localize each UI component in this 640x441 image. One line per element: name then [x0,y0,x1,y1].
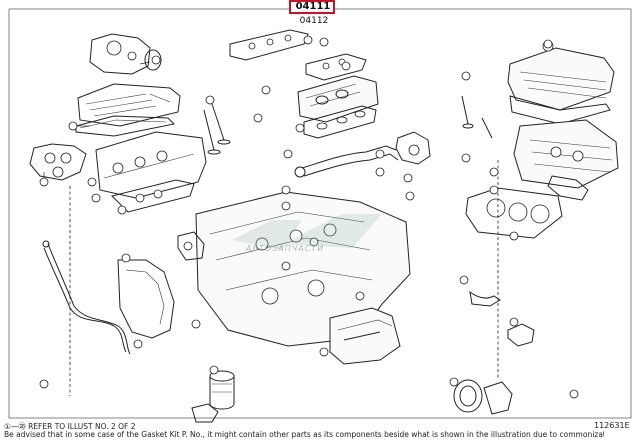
head-cover-gasket-left [75,115,176,137]
throttle-body-group [89,33,162,75]
rear-oil-seal [453,379,513,415]
cylinder-head-right [513,119,619,189]
exhaust-gasket-right [547,175,589,201]
head-gasket-right [465,187,563,239]
footer-note-advised: Be advised that in some case of the Gask… [4,430,604,439]
intake-manifold [297,75,379,123]
exhaust-gasket-left [29,143,87,181]
part-number-highlight-box [289,0,335,14]
water-outlet-pipe [294,145,399,178]
cylinder-head-left [95,131,207,199]
part-number-main[interactable]: 04111 [295,1,331,12]
oil-pan [329,307,401,365]
intake-gasket-middle [303,105,377,139]
timing-cover-gasket [117,259,175,339]
thermostat-housing [395,131,431,165]
cylinder-block [195,191,411,347]
head-cover-gasket-right [509,95,611,125]
footer-note-refer: ①—⑳ REFER TO ILLUST NO. 2 OF 2 [4,422,136,431]
oil-pump-parts [469,160,535,380]
valve-left [203,103,231,155]
watermark-text: АВТОЗАПЧАСТИ [246,244,325,253]
intake-gasket-top-2 [305,53,367,81]
oil-filter [191,370,235,423]
part-number-sub[interactable]: 04112 [299,16,329,26]
dipstick-guide [42,186,131,396]
illustration-number: 112631E [594,421,630,430]
throttle-gasket [177,231,205,261]
intake-gasket-top [229,29,309,61]
watermark-logo [232,214,382,250]
valve-right [461,95,493,139]
head-cover-left [77,83,181,127]
callout-markers [39,35,579,399]
